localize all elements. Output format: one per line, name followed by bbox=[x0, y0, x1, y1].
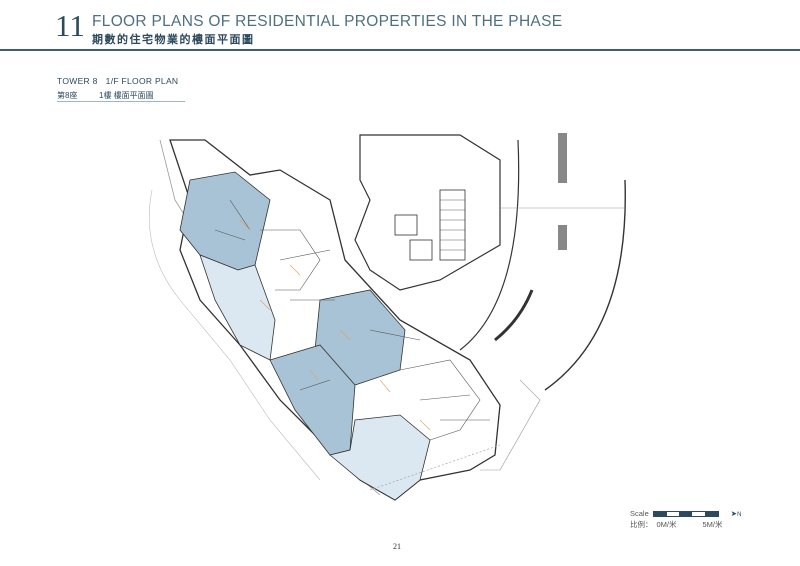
lift-1 bbox=[394, 214, 418, 236]
curved-planter bbox=[494, 289, 534, 342]
plan-subtitle: TOWER 8 1/F FLOOR PLAN bbox=[57, 76, 178, 86]
scale-label: Scale bbox=[630, 509, 649, 518]
page-title: FLOOR PLANS OF RESIDENTIAL PROPERTIES IN… bbox=[92, 13, 563, 30]
subtitle-underline bbox=[57, 101, 185, 102]
page-number: 21 bbox=[393, 542, 401, 551]
lift-lobby bbox=[354, 134, 501, 291]
stair-treads bbox=[440, 199, 465, 251]
driveway-curve-inner bbox=[459, 139, 520, 351]
dimension-marks bbox=[239, 219, 431, 431]
ramp-outline bbox=[480, 379, 541, 471]
scale-bar: Scale ➤N 比例： 0M/米 5M/米 bbox=[630, 508, 741, 530]
driveway-curve-outer bbox=[544, 179, 626, 391]
column-2 bbox=[558, 225, 567, 250]
scale-label-chinese: 比例： bbox=[630, 520, 653, 529]
floor-label: 1/F FLOOR PLAN bbox=[105, 76, 179, 86]
column-1 bbox=[558, 133, 567, 183]
floor-label-chinese: 1樓 樓面平面圖 bbox=[99, 91, 154, 100]
landscape-outline bbox=[148, 189, 321, 481]
north-arrow-icon: ➤N bbox=[730, 509, 742, 518]
staircase bbox=[439, 189, 466, 261]
page-title-chinese: 期數的住宅物業的樓面平面圖 bbox=[92, 34, 255, 46]
interior-walls bbox=[214, 199, 490, 441]
tower-label-chinese: 第8座 bbox=[57, 91, 78, 100]
plan-subtitle-chinese: 第8座 1樓 樓面平面圖 bbox=[57, 90, 154, 101]
header-divider bbox=[0, 49, 800, 51]
tower-label: TOWER 8 bbox=[57, 76, 98, 86]
unit-b bbox=[199, 254, 276, 361]
lift-2 bbox=[409, 239, 433, 261]
scale-start: 0M/米 bbox=[656, 520, 677, 529]
scale-end: 5M/米 bbox=[702, 520, 723, 529]
boundary-dim-line bbox=[369, 444, 501, 491]
scale-graphic bbox=[652, 510, 719, 517]
section-number: 11 bbox=[55, 8, 85, 43]
